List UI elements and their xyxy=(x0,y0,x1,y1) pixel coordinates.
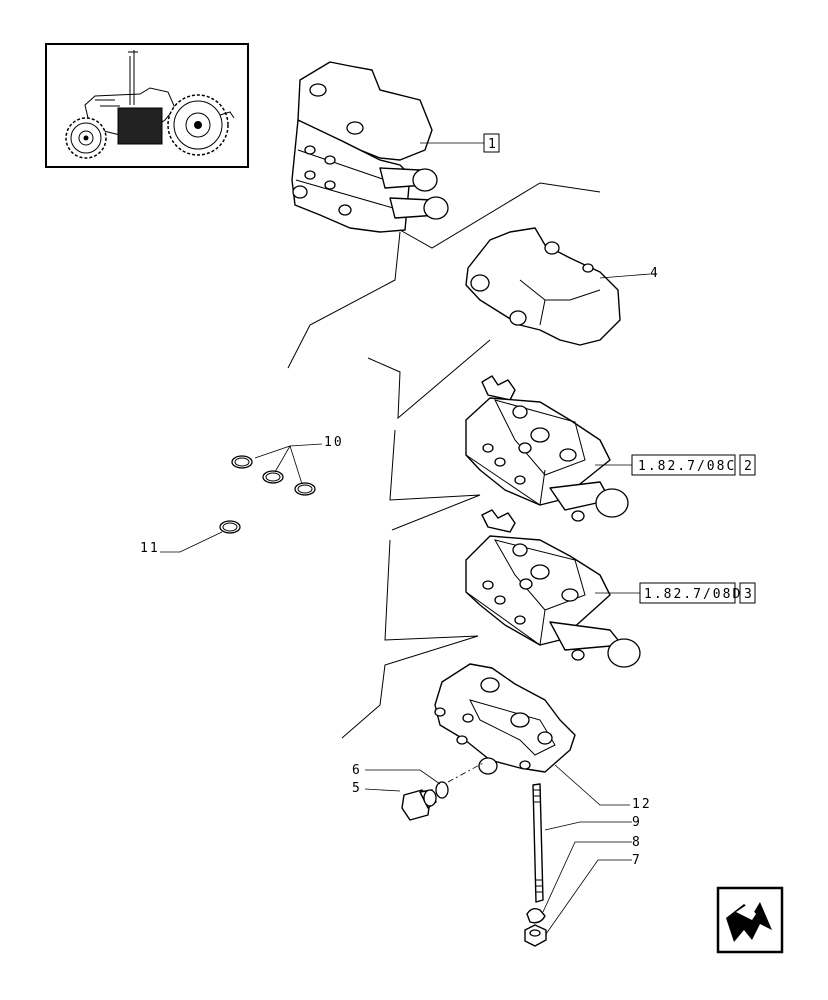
callout-3: 3 xyxy=(744,587,754,602)
callout-7: 7 xyxy=(632,853,642,868)
plug xyxy=(401,789,437,821)
callout-leader-8 xyxy=(542,841,632,913)
o-ring-seal-single xyxy=(219,520,241,534)
callout-9: 9 xyxy=(632,815,642,830)
callout-leader-5 xyxy=(364,788,401,792)
callout-box-3 xyxy=(739,582,756,604)
callout-10: 10 xyxy=(324,435,344,450)
callout-leader-12 xyxy=(554,764,630,806)
ref-label-2: 1.82.7/08C xyxy=(638,459,736,474)
callout-leader-7 xyxy=(545,859,632,935)
callout-4: 4 xyxy=(650,266,660,281)
callout-6: 6 xyxy=(352,763,362,778)
o-ring-seals xyxy=(231,455,316,496)
callout-11: 11 xyxy=(140,541,160,556)
callout-5: 5 xyxy=(352,781,362,796)
tractor-thumbnail-icon[interactable] xyxy=(45,43,249,168)
threaded-stud xyxy=(532,783,544,903)
spring-washer xyxy=(526,907,546,924)
hex-nut xyxy=(524,924,547,947)
grouping-bracket-left xyxy=(287,231,401,369)
callout-1: 1 xyxy=(488,137,498,152)
end-cover xyxy=(465,227,621,346)
callout-leader-4 xyxy=(599,273,651,279)
callout-leader-10 xyxy=(254,443,323,485)
callout-2: 2 xyxy=(744,459,754,474)
callout-8: 8 xyxy=(632,835,642,850)
callout-box-2 xyxy=(739,454,756,476)
bracket-zigzag-3 xyxy=(341,539,479,739)
ref-box-2[interactable] xyxy=(631,454,736,476)
callout-box-1 xyxy=(483,133,500,153)
bracket-zigzag-1 xyxy=(367,339,491,420)
callout-leader-11 xyxy=(160,531,223,553)
next-page-arrow-icon[interactable] xyxy=(716,886,784,954)
control-section-upper xyxy=(465,375,629,522)
callout-leader-6 xyxy=(365,769,441,785)
control-section-lower xyxy=(465,509,641,668)
callout-leader-9 xyxy=(544,821,632,831)
valve-assembly xyxy=(291,61,449,233)
callout-12: 12 xyxy=(632,797,652,812)
grouping-bracket-top xyxy=(399,182,601,249)
ref-box-3[interactable] xyxy=(639,582,736,604)
bracket-zigzag-2 xyxy=(389,429,481,531)
o-ring-small xyxy=(435,781,449,799)
inlet-cover xyxy=(434,663,576,775)
ref-label-3: 1.82.7/08D xyxy=(644,587,742,602)
